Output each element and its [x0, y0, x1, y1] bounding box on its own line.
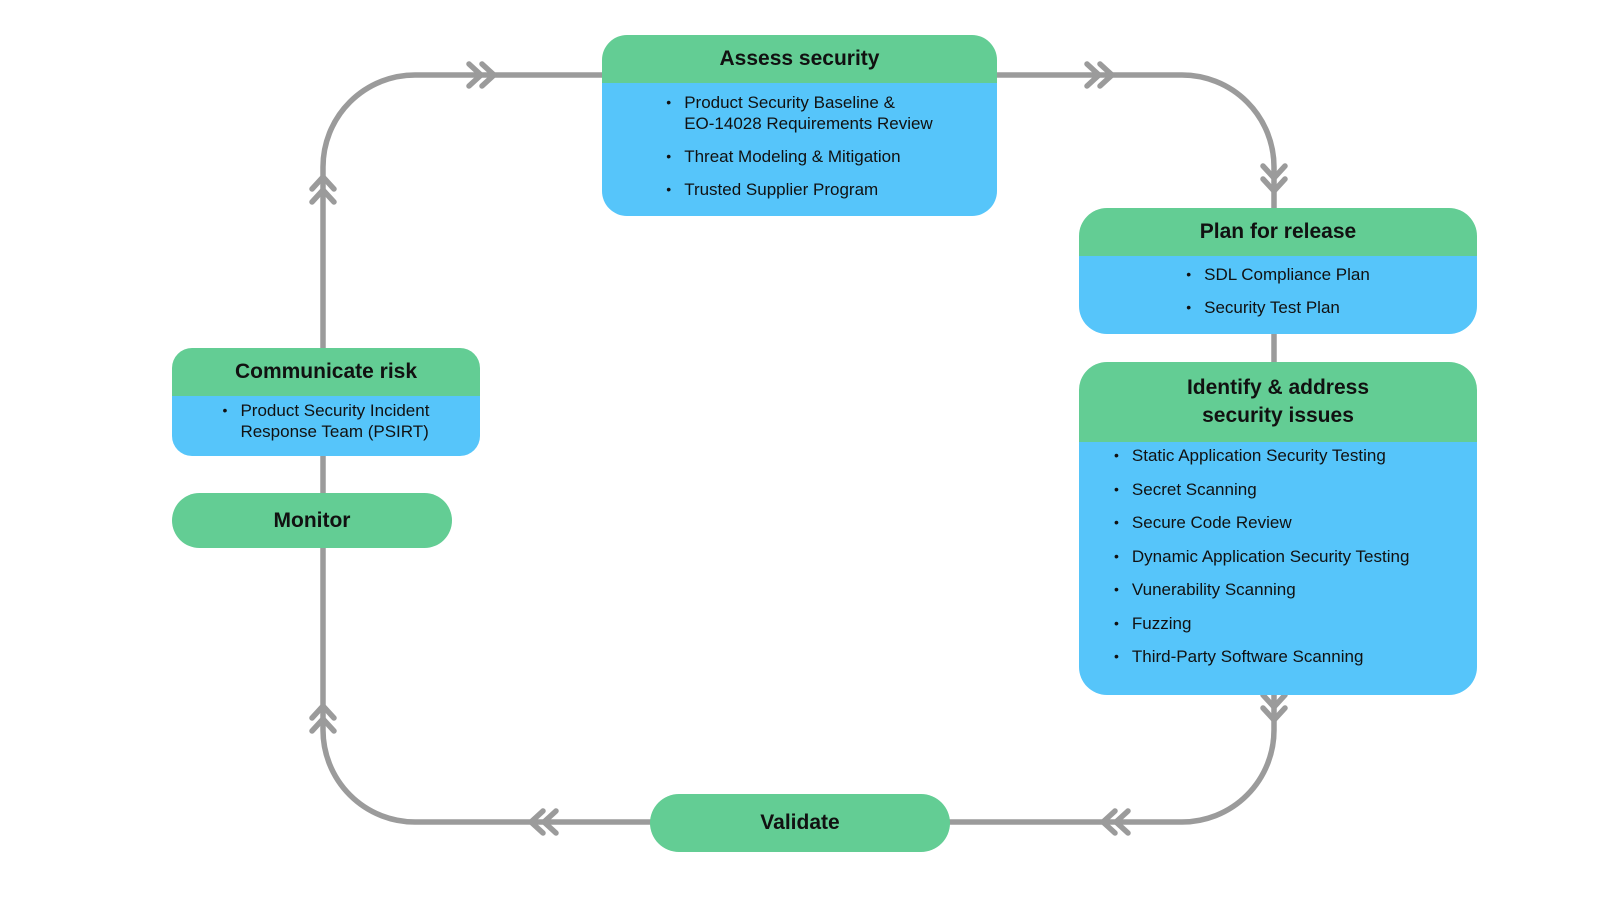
list-item-text: Product Security Incident Response Team …	[240, 401, 430, 441]
list-item-text: Third-Party Software Scanning	[1131, 647, 1364, 666]
list-item-text: Vunerability Scanning	[1131, 580, 1296, 599]
node-communicate-risk: Communicate risk • Product Security Inci…	[172, 348, 480, 456]
list-item-text: Threat Modeling & Mitigation	[684, 147, 901, 166]
node-monitor: Monitor	[172, 493, 452, 548]
list-item: • Secret Scanning	[1114, 479, 1409, 500]
node-body: • Static Application Security Testing • …	[1079, 442, 1477, 695]
list-item-text: Security Test Plan	[1204, 298, 1340, 317]
bullet-icon: •	[1114, 648, 1119, 664]
bullet-icon: •	[1114, 614, 1119, 631]
node-title: Plan for release	[1079, 208, 1477, 256]
list-item: • Threat Modeling & Mitigation	[666, 146, 932, 167]
bullet-list: • Static Application Security Testing • …	[1114, 445, 1409, 680]
node-body: • Product Security Incident Response Tea…	[172, 396, 480, 456]
flow-arrow-left-icon	[528, 808, 559, 836]
list-item: • Secure Code Review	[1114, 512, 1409, 533]
bullet-icon: •	[666, 148, 672, 164]
list-item-text: Secure Code Review	[1131, 513, 1292, 532]
bullet-icon: •	[1114, 447, 1119, 463]
bullet-icon: •	[1114, 480, 1119, 497]
node-title: Validate	[760, 811, 840, 834]
flow-arrow-down-icon	[1260, 692, 1288, 723]
flow-arrow-left-icon	[1100, 808, 1131, 836]
flow-arrow-right-icon	[1084, 61, 1115, 89]
flow-arrow-down-icon	[1260, 163, 1288, 194]
flow-arrow-right-icon	[466, 61, 497, 89]
node-validate: Validate	[650, 794, 950, 852]
list-item: • Product Security Incident Response Tea…	[223, 400, 430, 442]
flow-arrow-up-icon	[309, 174, 337, 205]
bullet-icon: •	[222, 402, 228, 418]
list-item-text: Secret Scanning	[1131, 479, 1257, 499]
bullet-icon: •	[1186, 266, 1192, 282]
bullet-icon: •	[1114, 514, 1119, 530]
list-item: • Static Application Security Testing	[1114, 445, 1409, 466]
list-item-text: Trusted Supplier Program	[684, 180, 879, 199]
node-body: • SDL Compliance Plan • Security Test Pl…	[1079, 256, 1477, 334]
list-item: • Trusted Supplier Program	[666, 179, 932, 200]
node-body: • Product Security Baseline & EO-14028 R…	[602, 83, 997, 216]
node-title: Assess security	[602, 35, 997, 83]
list-item-text: SDL Compliance Plan	[1204, 265, 1370, 284]
list-item-text: Static Application Security Testing	[1131, 446, 1386, 465]
bullet-list: • SDL Compliance Plan • Security Test Pl…	[1186, 264, 1370, 318]
list-item: • Third-Party Software Scanning	[1114, 646, 1409, 667]
node-plan-for-release: Plan for release • SDL Compliance Plan •…	[1079, 208, 1477, 334]
bullet-icon: •	[1114, 547, 1119, 564]
list-item: • SDL Compliance Plan	[1186, 264, 1370, 285]
list-item: • Fuzzing	[1114, 613, 1409, 634]
list-item: • Dynamic Application Security Testing	[1114, 546, 1409, 567]
list-item-text: Product Security Baseline & EO-14028 Req…	[684, 93, 933, 133]
node-title: Identify & address security issues	[1079, 362, 1477, 442]
bullet-icon: •	[1114, 581, 1119, 597]
node-identify-address-security-issues: Identify & address security issues • Sta…	[1079, 362, 1477, 695]
bullet-icon: •	[1186, 299, 1192, 315]
list-item-text: Fuzzing	[1131, 613, 1192, 633]
node-title: Communicate risk	[172, 348, 480, 396]
bullet-icon: •	[666, 94, 672, 110]
bullet-list: • Product Security Baseline & EO-14028 R…	[666, 92, 932, 200]
list-item: • Security Test Plan	[1186, 297, 1370, 318]
list-item-text: Dynamic Application Security Testing	[1131, 546, 1410, 566]
list-item: • Product Security Baseline & EO-14028 R…	[666, 92, 932, 134]
node-title: Monitor	[273, 508, 351, 532]
bullet-icon: •	[666, 181, 672, 197]
node-assess-security: Assess security • Product Security Basel…	[602, 35, 997, 216]
bullet-list: • Product Security Incident Response Tea…	[223, 400, 430, 442]
flow-arrow-up-icon	[309, 703, 337, 734]
list-item: • Vunerability Scanning	[1114, 579, 1409, 600]
